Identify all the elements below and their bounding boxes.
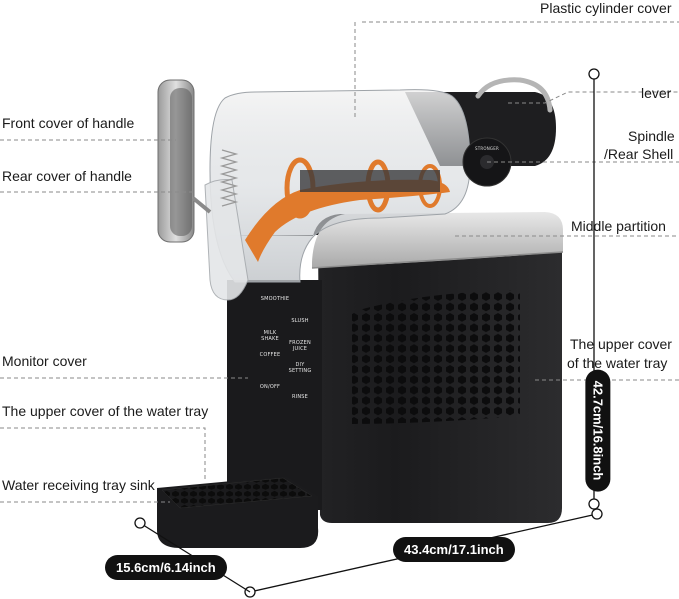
panel-btn-on-off[interactable]: ON/OFF xyxy=(259,384,281,390)
label-front-cover-handle: Front cover of handle xyxy=(2,115,135,131)
label-upper-cover-water-tray-left: The upper cover of the water tray xyxy=(2,403,209,419)
panel-btn-smoothie[interactable]: SMOOTHIE xyxy=(260,296,290,302)
label-rear-shell: /Rear Shell xyxy=(604,146,674,162)
spring xyxy=(219,149,239,207)
panel-btn-coffee[interactable]: COFFEE xyxy=(259,352,281,358)
label-upper-cover-water-tray-right-1: The upper cover xyxy=(570,336,672,352)
knob-text: STRONGER xyxy=(475,146,499,151)
label-plastic-cylinder-cover: Plastic cylinder cover xyxy=(540,0,672,16)
auger-blade xyxy=(245,179,450,262)
label-spindle: Spindle xyxy=(628,128,675,144)
label-lever: lever xyxy=(641,85,672,101)
panel-btn-milk-shake[interactable]: MILK SHAKE xyxy=(261,330,279,342)
label-rear-cover-handle: Rear cover of handle xyxy=(2,168,132,184)
label-upper-cover-water-tray-right-2: of the water tray xyxy=(567,355,668,371)
panel-btn-frozen-juice[interactable]: FROZEN JUICE xyxy=(289,340,311,352)
hex-grill xyxy=(352,290,520,424)
panel-btn-rinse[interactable]: RINSE xyxy=(291,394,309,400)
label-water-receiving-tray-sink: Water receiving tray sink xyxy=(2,477,155,493)
panel-btn-diy-setting[interactable]: DIY SETTING xyxy=(288,362,312,374)
leader-lines xyxy=(0,21,679,503)
dimension-height: 42.7cm/16.8inch xyxy=(585,369,611,492)
middle-partition xyxy=(312,212,563,268)
monitor-cover xyxy=(227,280,322,510)
label-middle-partition: Middle partition xyxy=(571,218,666,234)
dimension-depth: 15.6cm/6.14inch xyxy=(105,555,227,580)
label-monitor-cover: Monitor cover xyxy=(2,353,87,369)
lever xyxy=(475,77,553,113)
panel-btn-slush[interactable]: SLUSH xyxy=(291,318,309,324)
dimension-width: 43.4cm/17.1inch xyxy=(393,537,515,562)
